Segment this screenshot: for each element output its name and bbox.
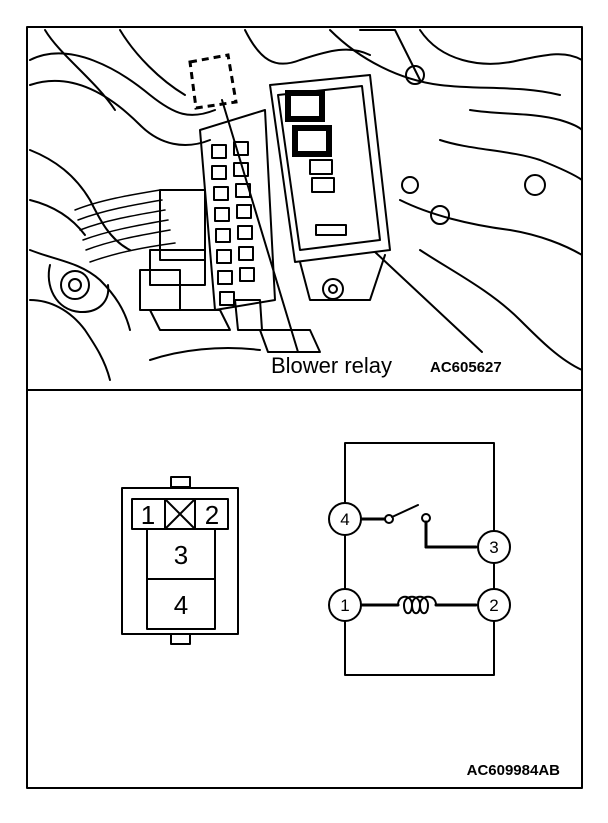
pin-label-4: 4 — [174, 590, 188, 620]
relay-switch-contact — [360, 504, 478, 549]
figure-frame — [26, 26, 583, 789]
terminal-4-circle — [328, 502, 362, 536]
terminal-3-circle — [477, 530, 511, 564]
terminal-1-circle — [328, 588, 362, 622]
dashed-location-marker — [188, 53, 238, 110]
terminal-label-2: 2 — [489, 596, 498, 615]
relay-box — [269, 74, 391, 301]
connector-outline — [121, 487, 239, 635]
terminal-label-3: 3 — [489, 538, 498, 557]
callout-leader — [221, 99, 299, 353]
pin-label-3: 3 — [174, 540, 188, 570]
connector-bottom-tab — [170, 633, 191, 645]
relay-schematic — [328, 442, 511, 676]
relay-connector-face — [121, 476, 239, 645]
code-leader — [374, 251, 483, 353]
relay-coil — [360, 595, 478, 615]
terminal-2-circle — [477, 588, 511, 622]
photo-figure-code: AC605627 — [430, 359, 502, 376]
relay-housing — [344, 442, 495, 676]
dashboard-wiring-illustration — [29, 29, 583, 381]
terminal-label-4: 4 — [340, 510, 349, 529]
fuse-block — [199, 109, 276, 311]
terminal-label-1: 1 — [340, 596, 349, 615]
connector-top-tab — [170, 476, 191, 488]
figure-code: AC609984AB — [467, 762, 561, 779]
pin-label-1: 1 — [141, 500, 155, 530]
pin-label-2: 2 — [205, 500, 219, 530]
callout-label: Blower relay — [271, 353, 392, 378]
